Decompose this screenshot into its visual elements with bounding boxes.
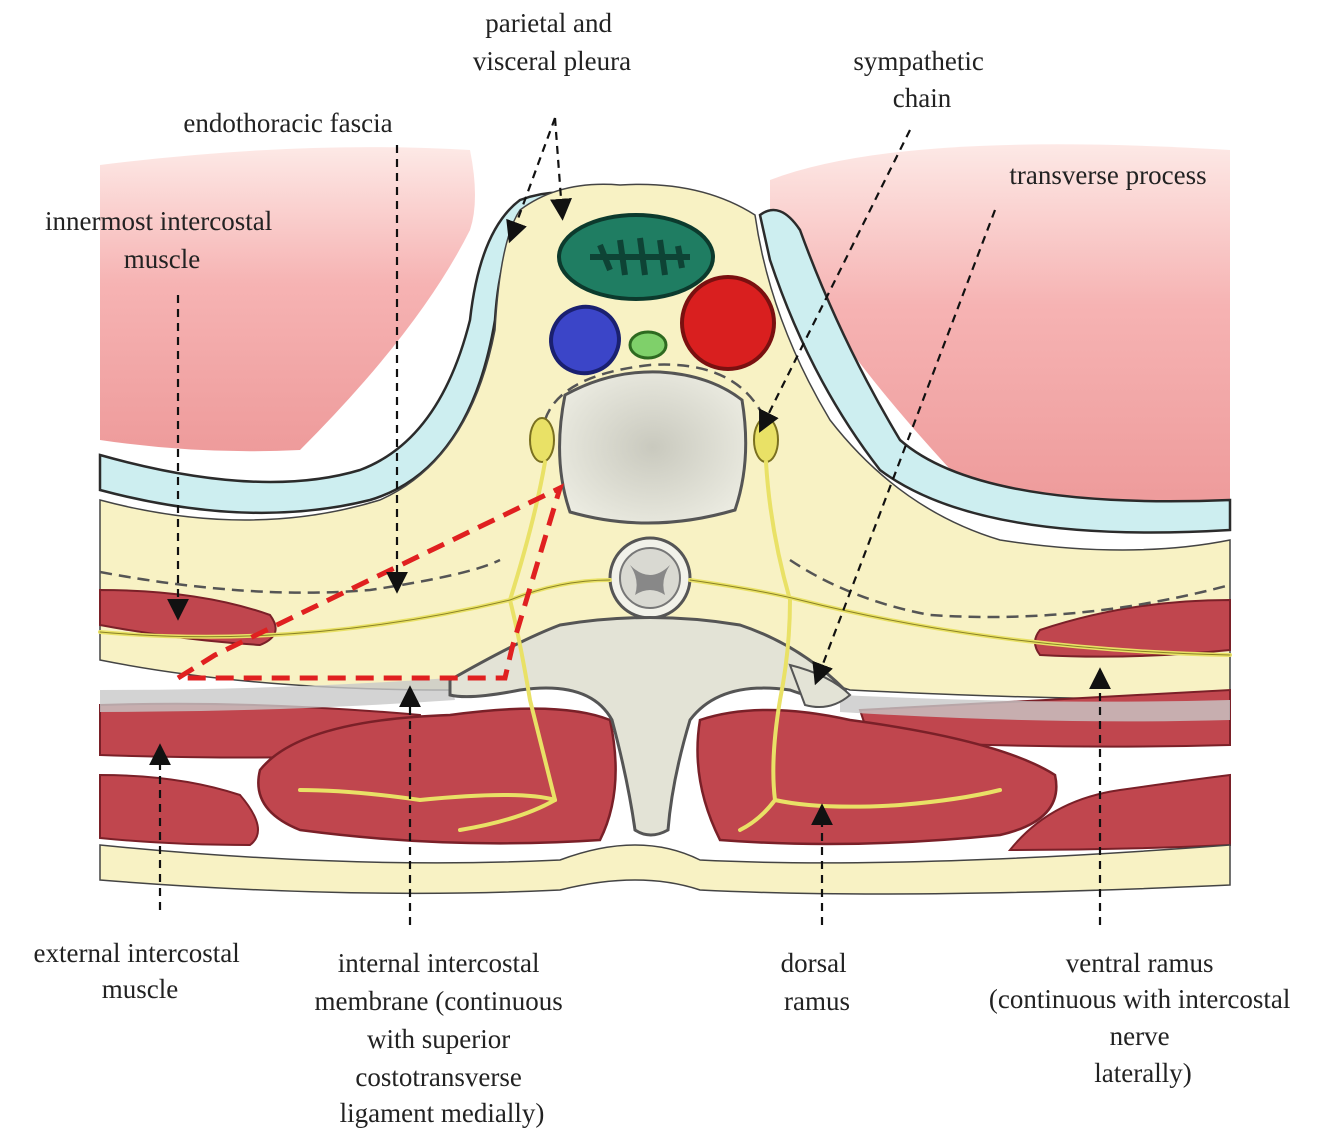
label-sympathetic-chain: sympathetic chain [853, 46, 990, 113]
label-endothoracic-fascia: endothoracic fascia [183, 108, 392, 138]
sympathetic-ganglion-left [530, 418, 554, 462]
label-pleura: parietal and visceral pleura [473, 8, 631, 76]
sympathetic-ganglion-right [754, 418, 778, 462]
label-transverse-process: transverse process [1009, 160, 1206, 190]
back-muscle-lower-left [100, 775, 258, 845]
thoracic-duct [630, 332, 666, 358]
lung-left [100, 147, 475, 451]
aorta [682, 277, 774, 369]
label-internal-intercostal-membrane: internal intercostal membrane (continuou… [315, 948, 570, 1128]
label-external-intercostal: external intercostal muscle [34, 938, 247, 1004]
label-dorsal-ramus: dorsal ramus [781, 948, 854, 1016]
vertebral-body [560, 372, 746, 523]
subcutaneous-fat [100, 845, 1230, 894]
label-ventral-ramus: ventral ramus (continuous with intercost… [989, 948, 1297, 1088]
